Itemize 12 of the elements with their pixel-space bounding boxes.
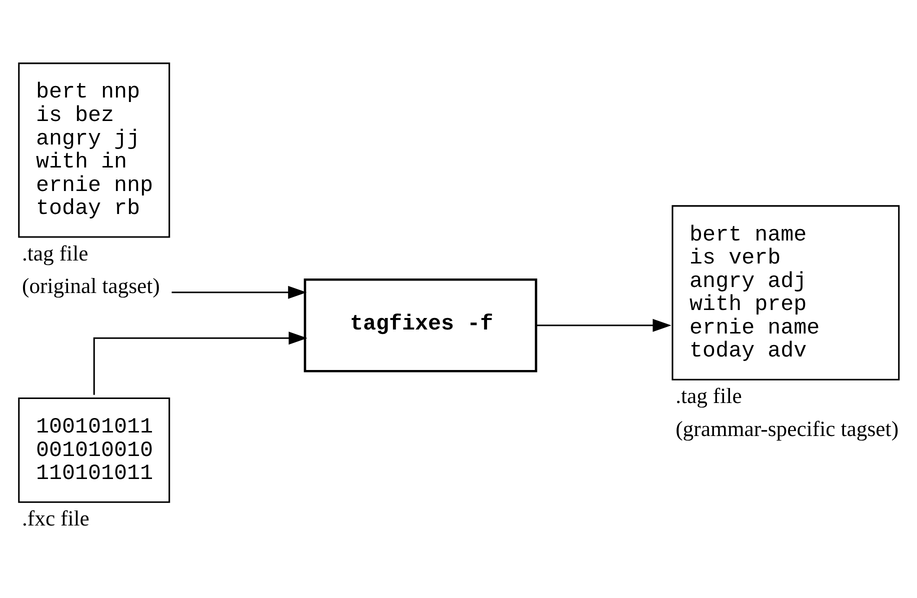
arrow	[536, 318, 672, 332]
arrow	[93, 332, 308, 395]
node-label: .tag file	[22, 242, 88, 266]
node-box: bert name is verb angry adj with prep ernie name today adv	[672, 205, 900, 380]
node-box: bert nnp is bez angry jj with in ernie nnp today rb	[18, 62, 170, 238]
node-label: .tag file	[676, 384, 742, 408]
node-label: (original tagset)	[22, 274, 160, 298]
node-box: tagfixes -f	[304, 278, 538, 372]
node-label: .fxc file	[22, 506, 90, 531]
node-box: 100101011 001010010 110101011	[18, 397, 170, 503]
arrow	[172, 286, 307, 299]
node-label: (grammar-specific tagset)	[676, 416, 899, 441]
